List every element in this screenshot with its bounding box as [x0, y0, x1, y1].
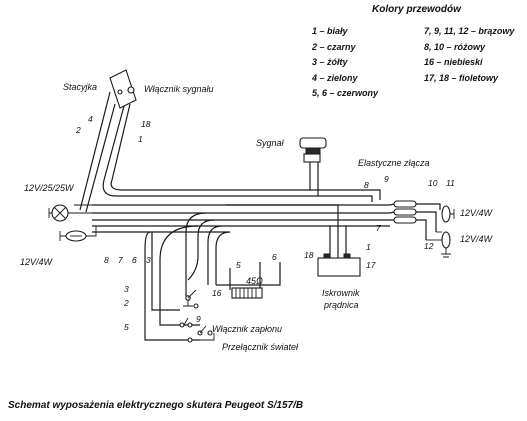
- diagram-caption: Schemat wyposażenia elektrycznego skuter…: [8, 400, 304, 411]
- legend-item: 3 – żółty: [312, 57, 348, 67]
- wire-number: 9: [384, 174, 389, 184]
- label-stacyjka: Stacyjka: [63, 82, 97, 92]
- wire-number: 9: [196, 314, 201, 324]
- wire-number: 3: [146, 255, 151, 265]
- legend-item: 4 – zielony: [312, 72, 358, 83]
- wire-number: 18: [304, 250, 314, 260]
- resistor-icon: [231, 287, 263, 299]
- legend-item: 17, 18 – fioletowy: [424, 72, 499, 83]
- ignition-switch-icon: [109, 69, 137, 109]
- legend-item: 5, 6 – czerwony: [312, 88, 379, 98]
- legend-left-column: 1 – biały 2 – czarny 3 – żółty 4 – zielo…: [312, 24, 378, 102]
- wire-number: 10: [428, 178, 438, 188]
- flexible-connectors-icon: [393, 200, 417, 224]
- headlamp-icon: [51, 204, 69, 222]
- ignition-kill-switch-icon: [183, 289, 199, 309]
- legend-item: 8, 10 – różowy: [424, 41, 486, 52]
- label-head-lamp: 12V/25/25W: [24, 183, 75, 193]
- wire-number: 5: [236, 260, 241, 270]
- label-resistor: 45Ω: [246, 276, 263, 286]
- right-lamp-upper-icon: [441, 205, 451, 223]
- magneto-generator-icon: [317, 253, 361, 277]
- light-switch-icon: [179, 317, 215, 343]
- wire-number: 1: [138, 134, 143, 144]
- wire-number: 4: [88, 114, 93, 124]
- legend-item: 16 – niebieski: [424, 57, 483, 67]
- wire-number: 11: [446, 178, 455, 188]
- label-przelacznik-swiatel: Przełącznik świateł: [222, 342, 299, 352]
- label-right-lamp-1: 12V/4W: [460, 208, 494, 218]
- label-iskrownik: Iskrownik: [322, 288, 360, 298]
- rear-lamp-icon: [65, 230, 87, 242]
- wire-number: 16: [212, 288, 222, 298]
- wire-number: 8: [104, 255, 109, 265]
- wire-number: 12: [424, 241, 434, 251]
- wire-number: 6: [132, 255, 137, 265]
- label-elastyczne-zlacza: Elastyczne złącza: [358, 158, 430, 168]
- legend-item: 1 – biały: [312, 26, 348, 36]
- right-lamp-lower-icon: [441, 231, 451, 249]
- label-rear-lamp: 12V/4W: [20, 257, 54, 267]
- label-wlacznik-sygnalu: Włącznik sygnału: [144, 84, 214, 94]
- wire-number: 7: [376, 223, 381, 233]
- wire-number: 17: [366, 260, 376, 270]
- label-pradnica: prądnica: [323, 300, 359, 310]
- wire-number: 1: [366, 242, 371, 252]
- wire-number: 6: [272, 252, 277, 262]
- label-right-lamp-2: 12V/4W: [460, 234, 494, 244]
- wire-number: 5: [124, 322, 129, 332]
- legend-item: 2 – czarny: [312, 41, 356, 52]
- horn-icon: [299, 137, 327, 163]
- legend-title: Kolory przewodów: [372, 4, 461, 15]
- label-sygnal: Sygnał: [256, 138, 285, 148]
- label-wlacznik-zaplonu: Włącznik zapłonu: [212, 324, 282, 334]
- legend-right-column: 7, 9, 11, 12 – brązowy 8, 10 – różowy 16…: [424, 24, 514, 86]
- wire-number: 3: [124, 284, 129, 294]
- wire-number: 8: [364, 180, 369, 190]
- wire-number: 2: [75, 125, 81, 135]
- wire-number: 2: [123, 298, 129, 308]
- wire-number: 18: [141, 119, 151, 129]
- legend-item: 7, 9, 11, 12 – brązowy: [424, 26, 515, 36]
- wire-number: 7: [118, 255, 123, 265]
